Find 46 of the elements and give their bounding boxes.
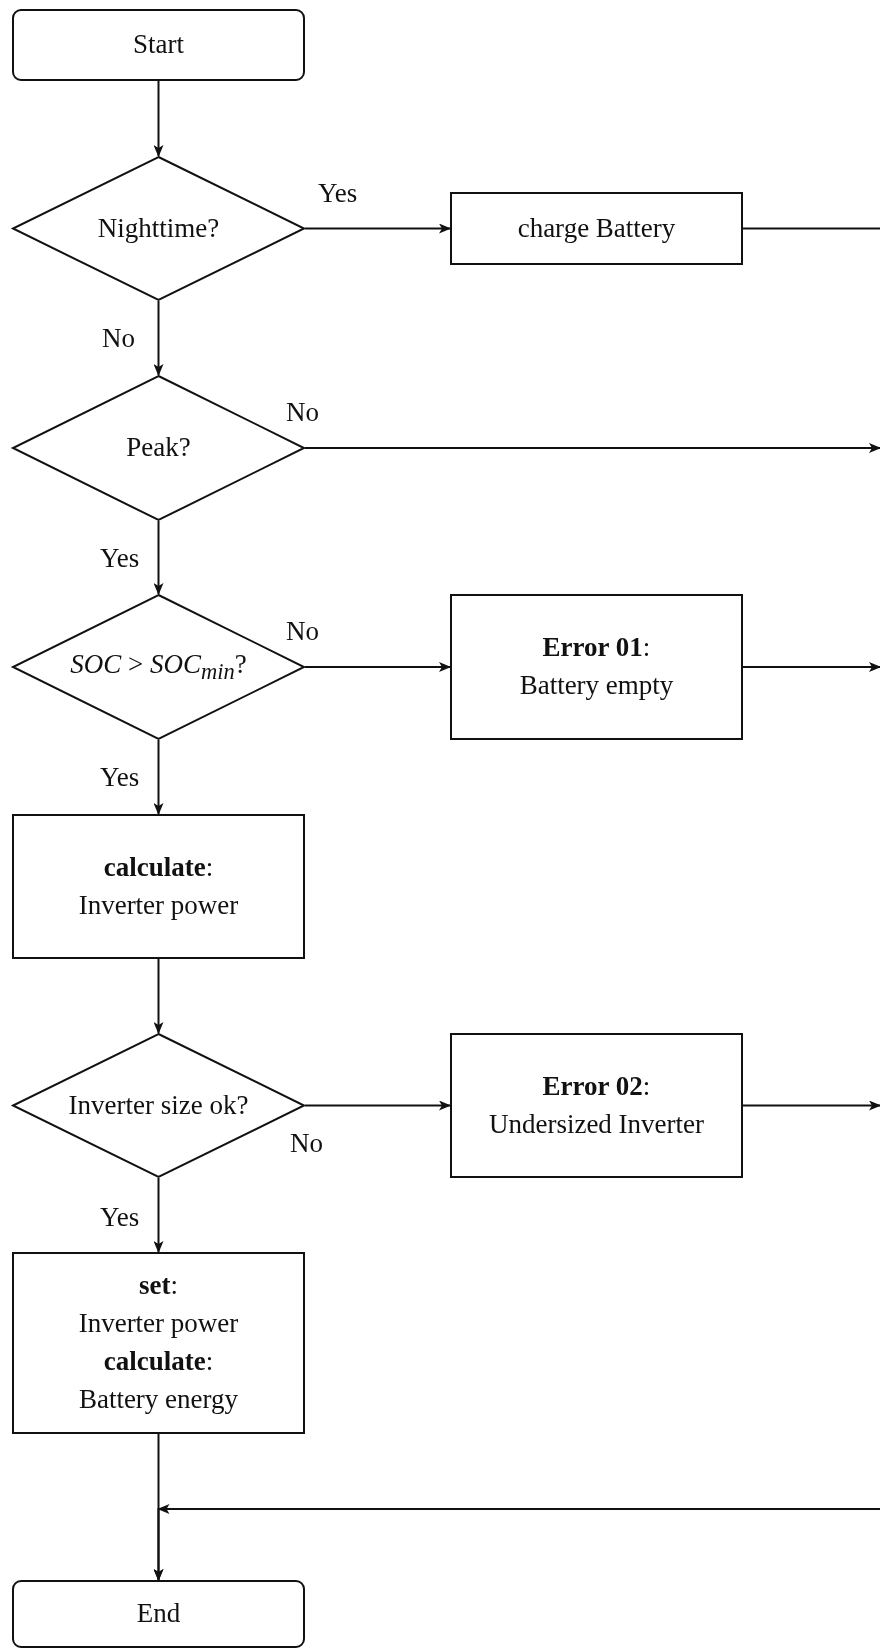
arrow bbox=[742, 662, 880, 672]
node-text: calculate: bbox=[103, 1345, 214, 1378]
node-text: End bbox=[136, 1597, 181, 1631]
terminal-box bbox=[12, 9, 305, 81]
node-text: calculate: bbox=[103, 850, 214, 884]
terminal-box bbox=[12, 1580, 305, 1648]
node-text: Peak? bbox=[126, 431, 191, 465]
node-text: SOC > SOC$_{min}$? bbox=[70, 648, 247, 687]
node-text: Inverter power bbox=[78, 888, 239, 922]
node-text: set: bbox=[139, 1269, 178, 1303]
edge-label: Yes bbox=[100, 543, 140, 574]
arrow bbox=[153, 80, 164, 157]
node-text: Nighttime? bbox=[97, 211, 220, 245]
node-text: Start bbox=[133, 28, 184, 62]
arrow bbox=[153, 958, 164, 1034]
process-box bbox=[450, 594, 743, 740]
node-text: Battery empty bbox=[519, 669, 674, 702]
arrow bbox=[304, 662, 451, 672]
node-text: Inverter power bbox=[78, 1307, 239, 1341]
edge-label: No bbox=[290, 1128, 323, 1159]
node-text: Battery energy bbox=[78, 1382, 239, 1416]
arrow bbox=[304, 1100, 451, 1111]
edge-label: No bbox=[286, 397, 319, 428]
edge-label: Yes bbox=[100, 762, 140, 793]
edge-label: No bbox=[102, 323, 135, 354]
edge-label: Yes bbox=[318, 178, 358, 209]
edge-label: No bbox=[286, 616, 319, 647]
arrow bbox=[154, 1504, 880, 1581]
arrow bbox=[304, 443, 880, 453]
arrow bbox=[153, 520, 164, 595]
arrow bbox=[742, 1100, 880, 1111]
arrow bbox=[304, 223, 451, 234]
process-box bbox=[12, 814, 305, 959]
arrow bbox=[153, 1177, 164, 1253]
node-text: Error 01: bbox=[542, 631, 651, 665]
edge-label: Yes bbox=[100, 1202, 140, 1233]
process-box bbox=[12, 1252, 305, 1434]
node-text: Inverter size ok? bbox=[68, 1088, 249, 1122]
node-text: charge Battery bbox=[517, 211, 676, 245]
decision-diamond bbox=[12, 156, 305, 301]
node-text: Undersized Inverter bbox=[488, 1107, 705, 1141]
process-box bbox=[450, 1033, 743, 1178]
arrow bbox=[153, 739, 164, 815]
arrow bbox=[153, 300, 164, 376]
node-text: Error 02: bbox=[542, 1069, 651, 1103]
process-box bbox=[450, 192, 743, 265]
